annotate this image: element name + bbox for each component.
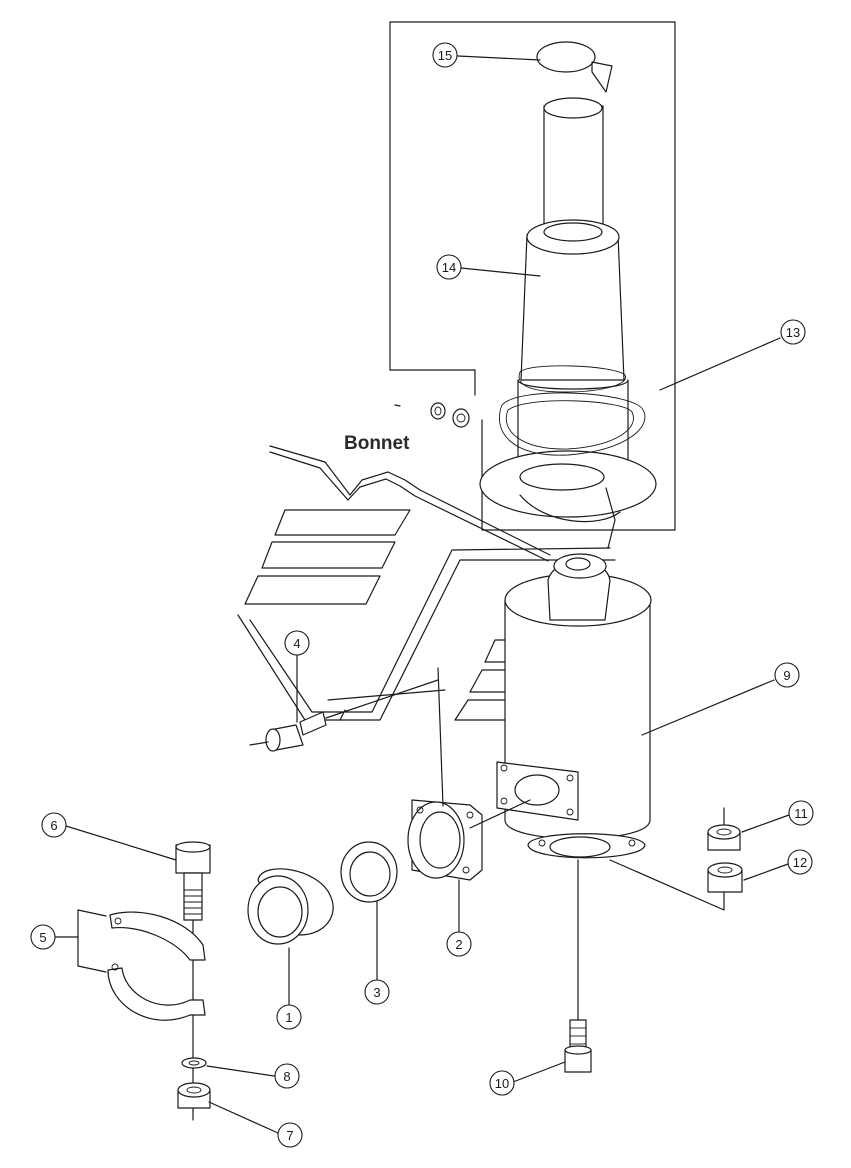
bonnet-label: Bonnet <box>344 433 410 454</box>
callout-10: 10 <box>489 1070 515 1096</box>
callout-6: 6 <box>41 812 67 838</box>
svg-text:2: 2 <box>455 937 462 952</box>
part-12-spacer <box>609 807 743 911</box>
svg-text:12: 12 <box>793 855 807 870</box>
part-9-muffler <box>496 553 652 859</box>
svg-text:11: 11 <box>794 806 808 821</box>
callout-3: 3 <box>364 979 390 1005</box>
callout-1: 1 <box>276 1004 302 1030</box>
part-14-stack-pipe <box>517 97 629 488</box>
callout-15: 15 <box>432 42 458 68</box>
callout-13: 13 <box>780 319 806 345</box>
svg-text:1: 1 <box>285 1010 292 1025</box>
callout-11: 11 <box>788 800 814 826</box>
svg-text:4: 4 <box>293 636 300 651</box>
part-5-clamp <box>77 909 206 1021</box>
callout-7: 7 <box>277 1122 303 1148</box>
callout-2: 2 <box>446 931 472 957</box>
part-2-flange <box>407 667 531 881</box>
svg-text:3: 3 <box>373 985 380 1000</box>
svg-text:7: 7 <box>286 1128 293 1143</box>
callout-12: 12 <box>787 849 813 875</box>
bonnet-nuts <box>394 402 470 428</box>
svg-text:8: 8 <box>283 1069 290 1084</box>
part-4-bolt <box>249 679 439 752</box>
svg-text:5: 5 <box>39 930 46 945</box>
part-15-cap <box>536 41 613 93</box>
part-6-bolt <box>175 841 211 1121</box>
part-1-hose-adapter <box>247 868 334 945</box>
svg-text:6: 6 <box>50 818 57 833</box>
callout-4: 4 <box>284 630 310 656</box>
bonnet-group-frame <box>389 21 676 531</box>
callout-14: 14 <box>436 254 462 280</box>
part-7-nut <box>177 1082 211 1109</box>
svg-text:10: 10 <box>495 1076 509 1091</box>
callout-8: 8 <box>274 1063 300 1089</box>
svg-text:13: 13 <box>786 325 800 340</box>
callout-9: 9 <box>774 662 800 688</box>
part-10-bolt <box>564 859 592 1073</box>
bonnet-break-line: Bonnet <box>269 433 551 562</box>
part-3-gasket-ring <box>340 841 398 903</box>
part-8-washer <box>181 1057 207 1069</box>
svg-text:9: 9 <box>783 668 790 683</box>
part-13-clamp-ring <box>479 365 657 549</box>
callout-5: 5 <box>30 924 56 950</box>
svg-text:15: 15 <box>438 48 452 63</box>
svg-text:14: 14 <box>442 260 456 275</box>
part-11-nut <box>707 824 741 851</box>
leader-lines <box>54 55 790 1134</box>
